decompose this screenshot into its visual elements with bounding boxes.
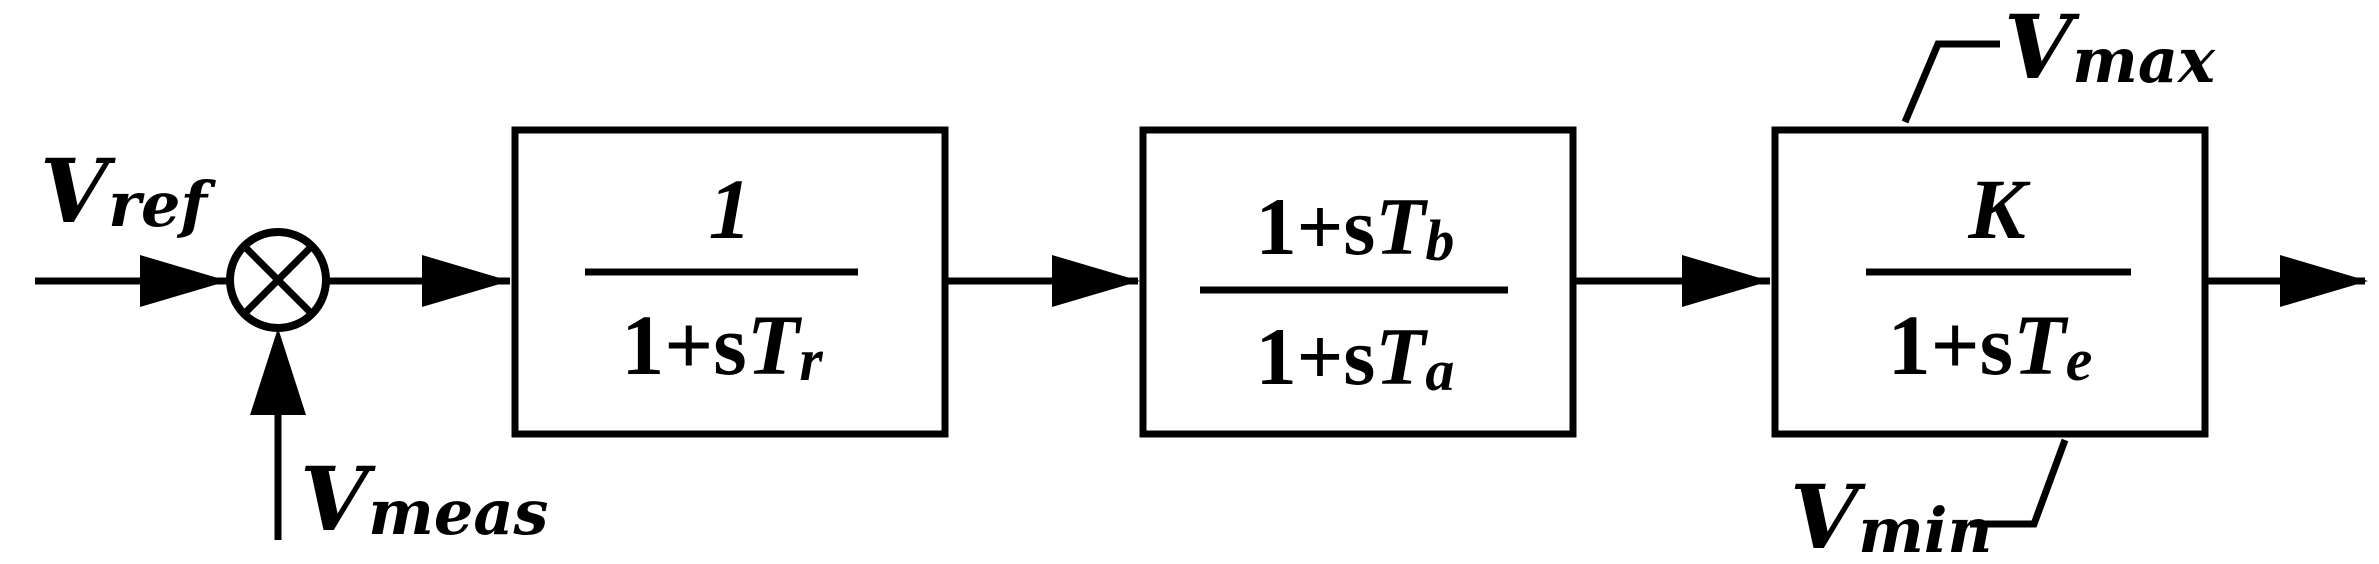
arrowhead-2	[1052, 255, 1140, 307]
summing-junction	[226, 228, 330, 332]
vmin-label: Vmin	[1790, 465, 1993, 564]
filter-block: 1 1+sTr	[511, 126, 949, 438]
vmin-limit-line	[1970, 438, 2069, 528]
vmax-limit-line	[1901, 40, 2000, 124]
arrowhead-1	[422, 255, 510, 307]
lead-lag-numerator: 1+sTb	[1256, 181, 1455, 273]
filter-denominator: 1+sTr	[621, 297, 823, 393]
arrowhead-3	[1682, 255, 1770, 307]
exciter-denominator: 1+sTe	[1888, 297, 2093, 393]
vmeas-label: Vmeas	[300, 447, 548, 551]
lead-lag-denominator: 1+sTa	[1256, 311, 1455, 403]
filter-numerator: 1	[709, 161, 752, 257]
vref-label: Vref	[40, 139, 216, 243]
output-arrowhead	[2280, 255, 2368, 307]
exciter-block: K 1+sTe	[1771, 126, 2209, 438]
vmax-label: Vmax	[2004, 0, 2216, 99]
vref-arrowhead	[140, 255, 228, 307]
lead-lag-block: 1+sTb 1+sTa	[1139, 126, 1577, 438]
vmeas-arrowhead	[250, 328, 306, 415]
exciter-numerator: K	[1967, 161, 2031, 257]
